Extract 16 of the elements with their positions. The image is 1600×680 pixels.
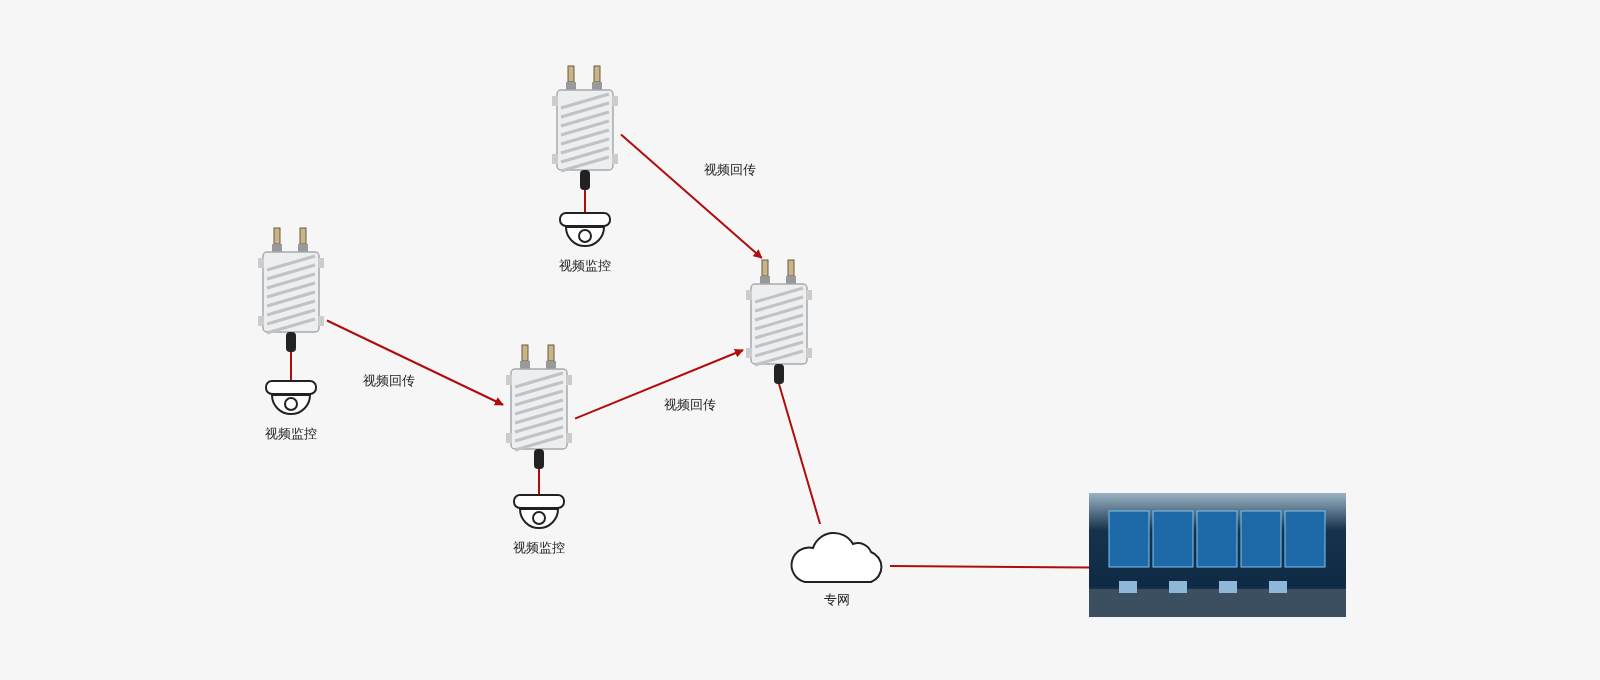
caption-text: 视频监控 xyxy=(513,540,565,556)
connector-line xyxy=(778,383,822,525)
arrow xyxy=(574,348,744,420)
caption-text: 视频监控 xyxy=(559,258,611,274)
caption-text: 视频监控 xyxy=(265,426,317,442)
control-room-photo-placeholder xyxy=(1089,493,1346,617)
connector-line xyxy=(584,189,586,213)
connector-line xyxy=(538,468,540,495)
edge-label: 视频回传 xyxy=(702,162,758,178)
caption-text: 专网 xyxy=(824,592,850,608)
arrow xyxy=(620,133,763,259)
edge-label: 视频回传 xyxy=(361,373,417,389)
edge-label: 视频回传 xyxy=(662,397,718,413)
arrow xyxy=(326,319,504,406)
connector-line xyxy=(889,565,1090,569)
connector-line xyxy=(290,351,292,381)
